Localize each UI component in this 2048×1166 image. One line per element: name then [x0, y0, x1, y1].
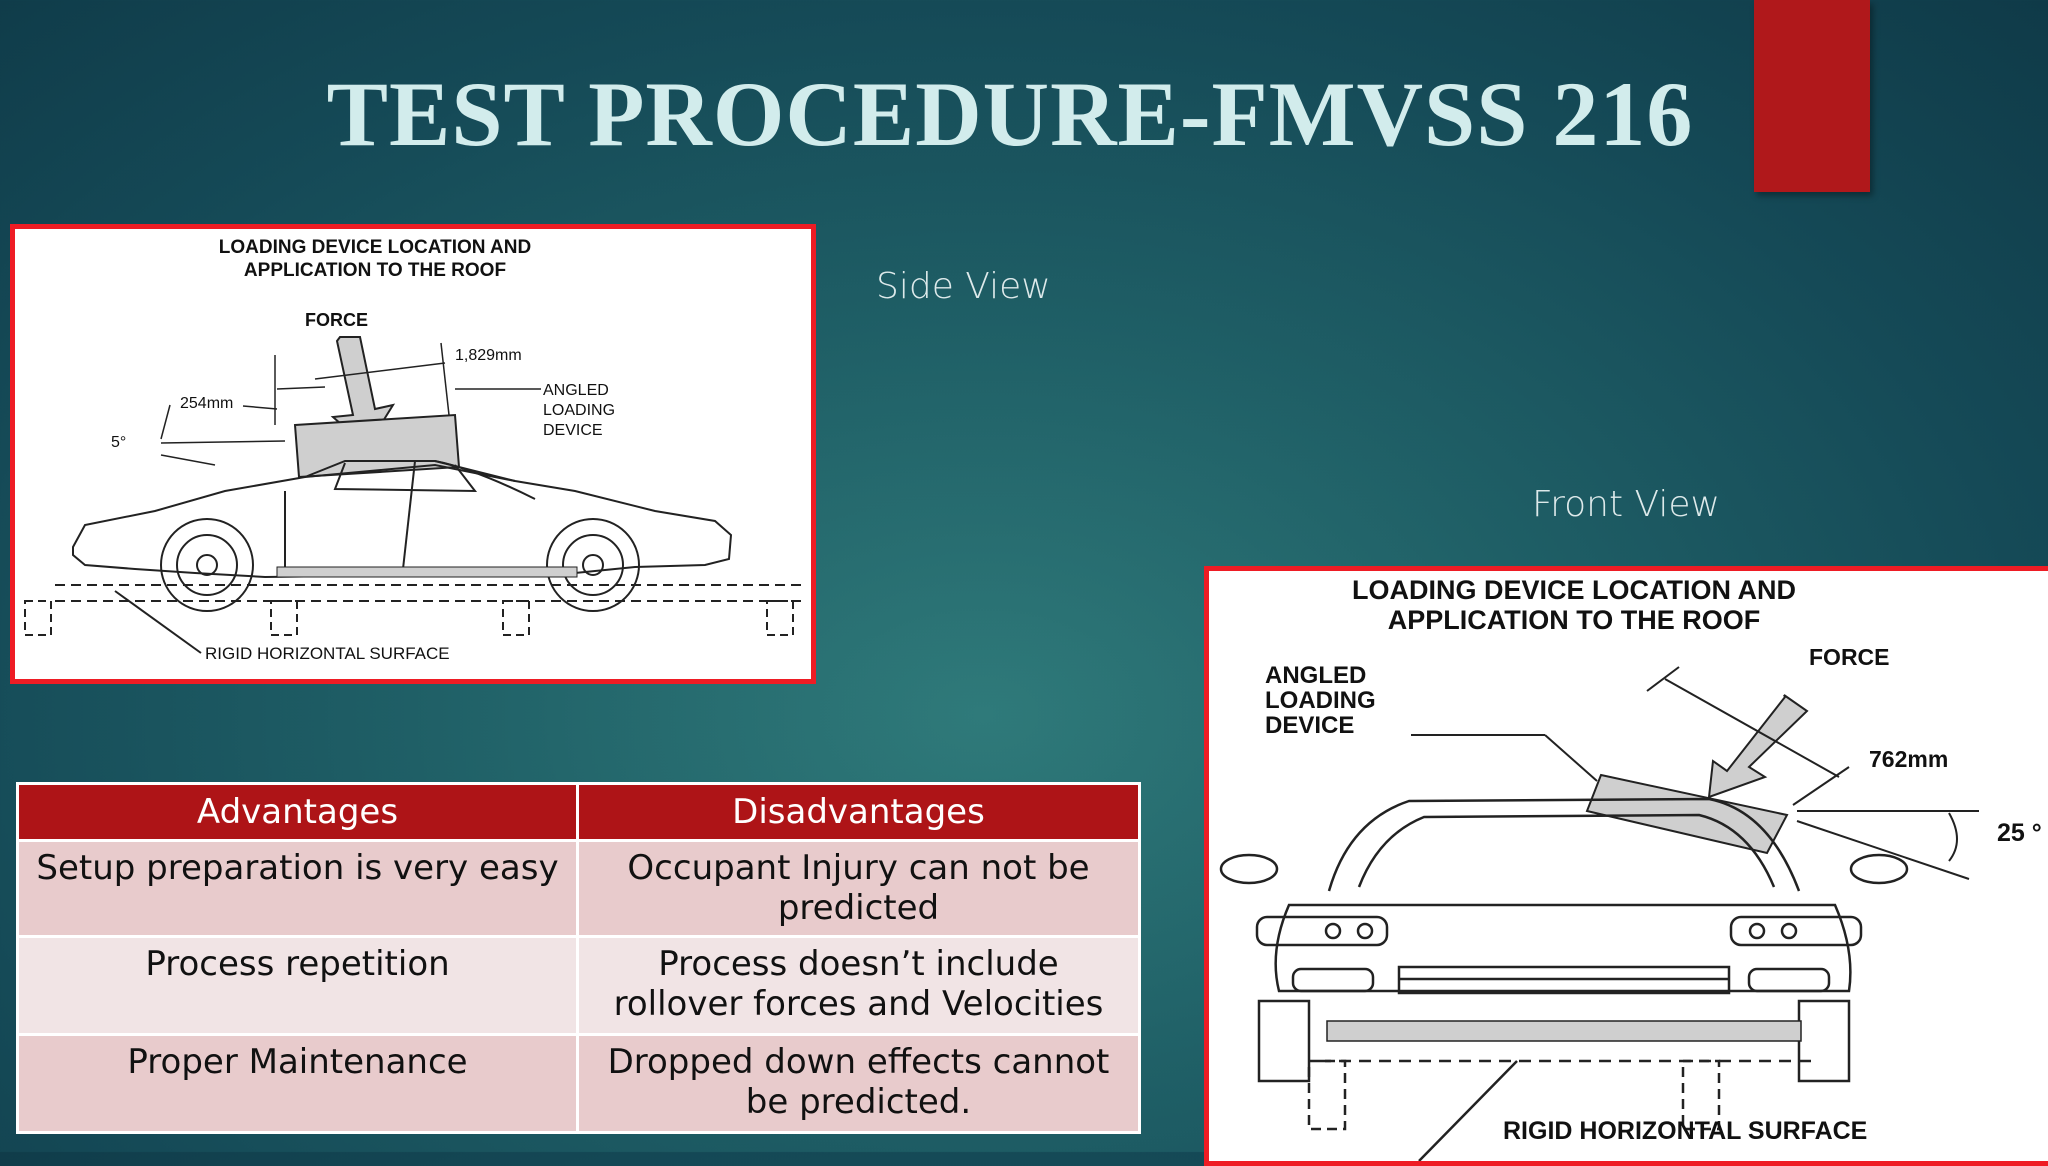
table-header-row: Advantages Disadvantages — [16, 782, 1141, 842]
front-surface-label: RIGID HORIZONTAL SURFACE — [1503, 1117, 1867, 1145]
side-surface-label: RIGID HORIZONTAL SURFACE — [205, 644, 450, 663]
table-row: Process repetition Process doesn’t inclu… — [16, 935, 1141, 1036]
loading-device — [293, 413, 461, 479]
side-force-label: FORCE — [305, 310, 368, 330]
front-dim-width: 762mm — [1869, 746, 1948, 772]
advantages-disadvantages-table: Advantages Disadvantages Setup preparati… — [16, 782, 1141, 1134]
front-device-line3: DEVICE — [1265, 712, 1354, 739]
side-heading-line1: LOADING DEVICE LOCATION AND — [219, 237, 531, 258]
side-dim-offset: 254mm — [180, 395, 233, 412]
force-arrow-icon — [1707, 694, 1809, 799]
accent-bar — [1754, 0, 1870, 192]
side-device-line3: DEVICE — [543, 422, 603, 439]
disadvantage-cell: Process doesn’t include rollover forces … — [576, 935, 1141, 1036]
header-advantages: Advantages — [16, 782, 579, 842]
table-row: Setup preparation is very easy Occupant … — [16, 839, 1141, 938]
car-front-illustration — [1219, 797, 1909, 1161]
side-heading-line2: APPLICATION TO THE ROOF — [244, 260, 506, 281]
page-title: TEST PROCEDURE-FMVSS 216 — [326, 63, 1694, 165]
advantage-cell: Process repetition — [16, 935, 579, 1036]
front-force-label: FORCE — [1809, 644, 1890, 670]
table-row: Proper Maintenance Dropped down effects … — [16, 1033, 1141, 1134]
front-device-line1: ANGLED — [1265, 662, 1366, 689]
advantage-cell: Setup preparation is very easy — [16, 839, 579, 938]
car-side-illustration — [24, 460, 805, 654]
side-angle: 5° — [111, 434, 126, 451]
advantage-cell: Proper Maintenance — [16, 1033, 579, 1134]
disadvantage-cell: Occupant Injury can not be predicted — [576, 839, 1141, 938]
side-device-line2: LOADING — [543, 402, 615, 419]
side-view-diagram: LOADING DEVICE LOCATION AND APPLICATION … — [10, 224, 816, 684]
front-view-diagram: LOADING DEVICE LOCATION AND APPLICATION … — [1204, 566, 2048, 1166]
front-heading-line2: APPLICATION TO THE ROOF — [1388, 605, 1761, 635]
front-device-line2: LOADING — [1265, 687, 1376, 714]
disadvantage-cell: Dropped down effects cannot be predicted… — [576, 1033, 1141, 1134]
front-angle: 25 ° — [1997, 819, 2042, 847]
header-disadvantages: Disadvantages — [576, 782, 1141, 842]
front-view-label: Front View — [1532, 484, 1720, 525]
front-heading-line1: LOADING DEVICE LOCATION AND — [1352, 575, 1796, 605]
side-dim-length: 1,829mm — [455, 347, 522, 364]
side-device-line1: ANGLED — [543, 382, 609, 399]
side-view-label: Side View — [876, 266, 1051, 307]
